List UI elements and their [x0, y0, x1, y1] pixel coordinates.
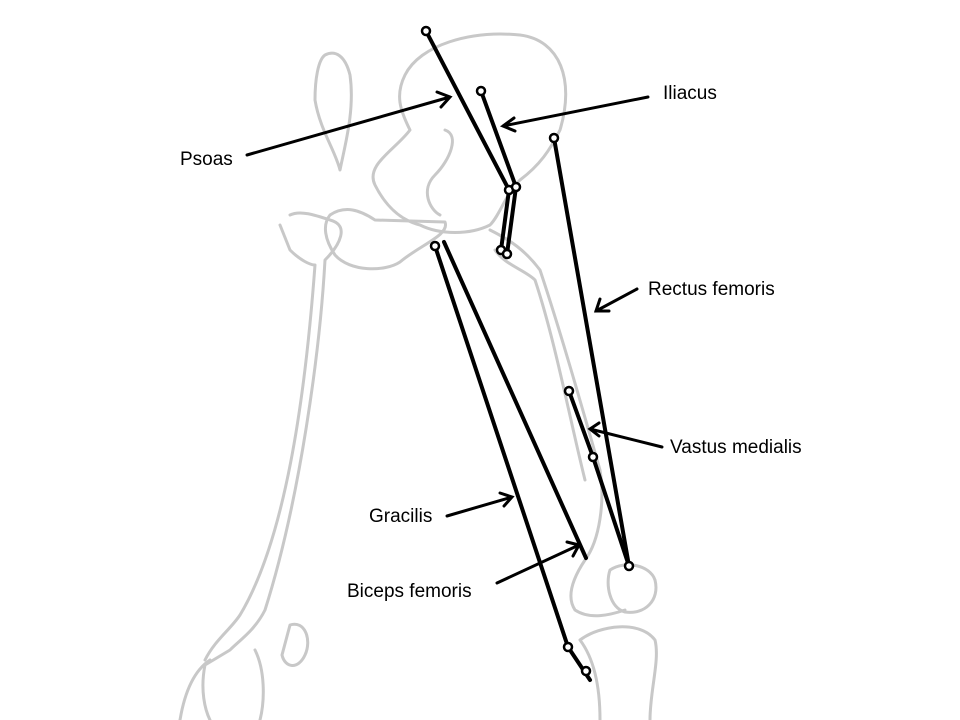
label-psoas: Psoas — [180, 149, 233, 170]
psoas-arrow — [245, 90, 453, 157]
femur-left — [201, 211, 343, 720]
label-rectus-femoris: Rectus femoris — [648, 279, 775, 300]
tibia-left — [178, 648, 265, 720]
patella-right — [606, 563, 658, 614]
patella-left — [280, 622, 310, 667]
pubis — [323, 208, 447, 271]
iliacus-arrow — [499, 95, 650, 133]
gracilis-line — [433, 244, 592, 682]
biceps-femoris-arrow — [495, 540, 582, 585]
label-biceps-femoris: Biceps femoris — [347, 581, 472, 602]
label-vastus-medialis: Vastus medialis — [670, 437, 802, 458]
rectus-femoris-line — [552, 136, 631, 568]
sacrum — [313, 51, 353, 172]
biceps-femoris-line — [442, 240, 588, 560]
label-gracilis: Gracilis — [369, 506, 433, 527]
pelvis-inner — [425, 128, 454, 217]
label-iliacus: Iliacus — [663, 83, 717, 104]
bone-outlines — [178, 32, 658, 720]
pelvis-ilium — [371, 32, 568, 234]
rectus-femoris-arrow — [593, 287, 639, 313]
attachment-points — [420, 25, 635, 677]
label-arrows — [245, 90, 664, 585]
gracilis-arrow — [445, 491, 515, 518]
tibia-right — [578, 625, 658, 720]
vastus-medialis-arrow — [587, 421, 664, 449]
